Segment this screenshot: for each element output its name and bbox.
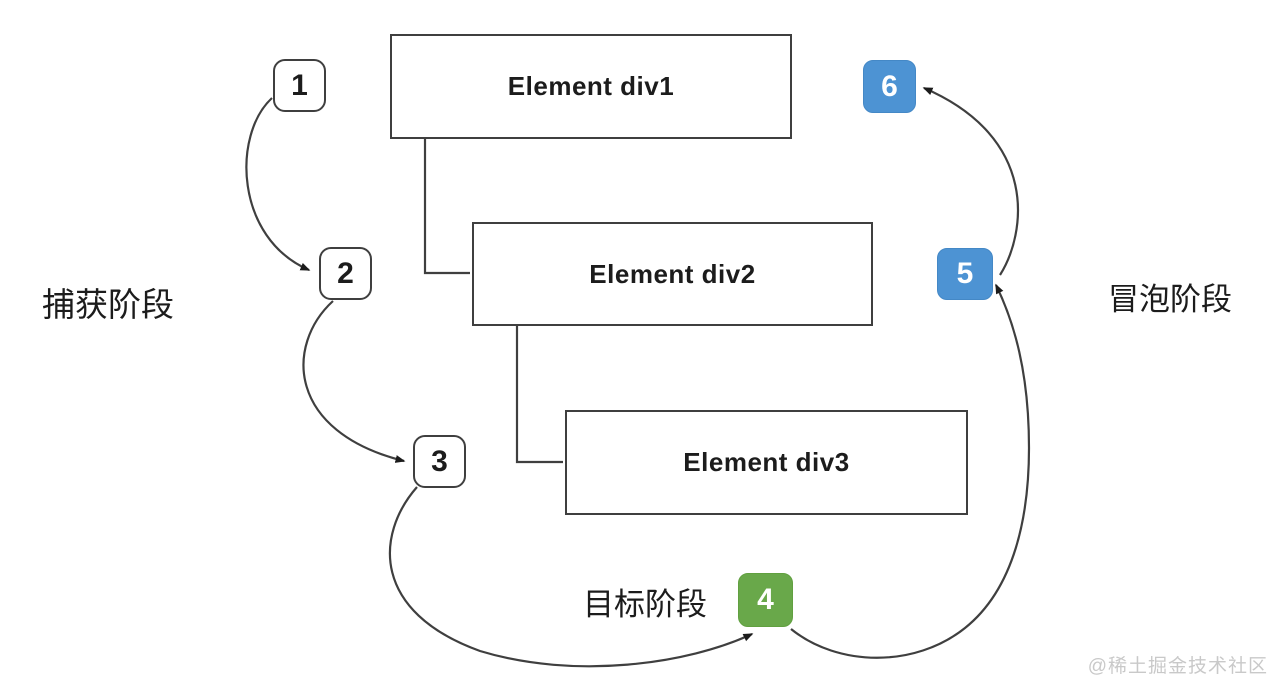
capture-phase-label: 捕获阶段 <box>42 288 174 324</box>
element-div1-box: Element div1 <box>390 34 792 139</box>
bubble-phase-label: 冒泡阶段 <box>1108 282 1232 317</box>
element-div3-box: Element div3 <box>565 410 968 515</box>
step-badge-6: 6 <box>863 60 916 113</box>
element-div1-label: Element div1 <box>507 71 675 101</box>
step-badge-2: 2 <box>319 247 372 300</box>
watermark-text: @稀土掘金技术社区 <box>1087 656 1268 677</box>
element-div2-label: Element div2 <box>589 258 756 289</box>
step-badge-1: 1 <box>273 59 326 112</box>
arrow-step1-to-step2 <box>245 97 311 272</box>
element-div2-box: Element div2 <box>472 222 873 326</box>
step-badge-5: 5 <box>937 248 993 300</box>
connector-div1-div2 <box>423 136 470 275</box>
target-phase-label: 目标阶段 <box>583 587 707 622</box>
connector-div2-div3 <box>515 322 563 464</box>
arrow-step5-to-step6 <box>922 86 1019 276</box>
step-badge-4: 4 <box>738 573 793 627</box>
step-badge-3: 3 <box>413 435 466 488</box>
arrow-step2-to-step3 <box>302 300 406 463</box>
element-div3-label: Element div3 <box>683 447 850 477</box>
